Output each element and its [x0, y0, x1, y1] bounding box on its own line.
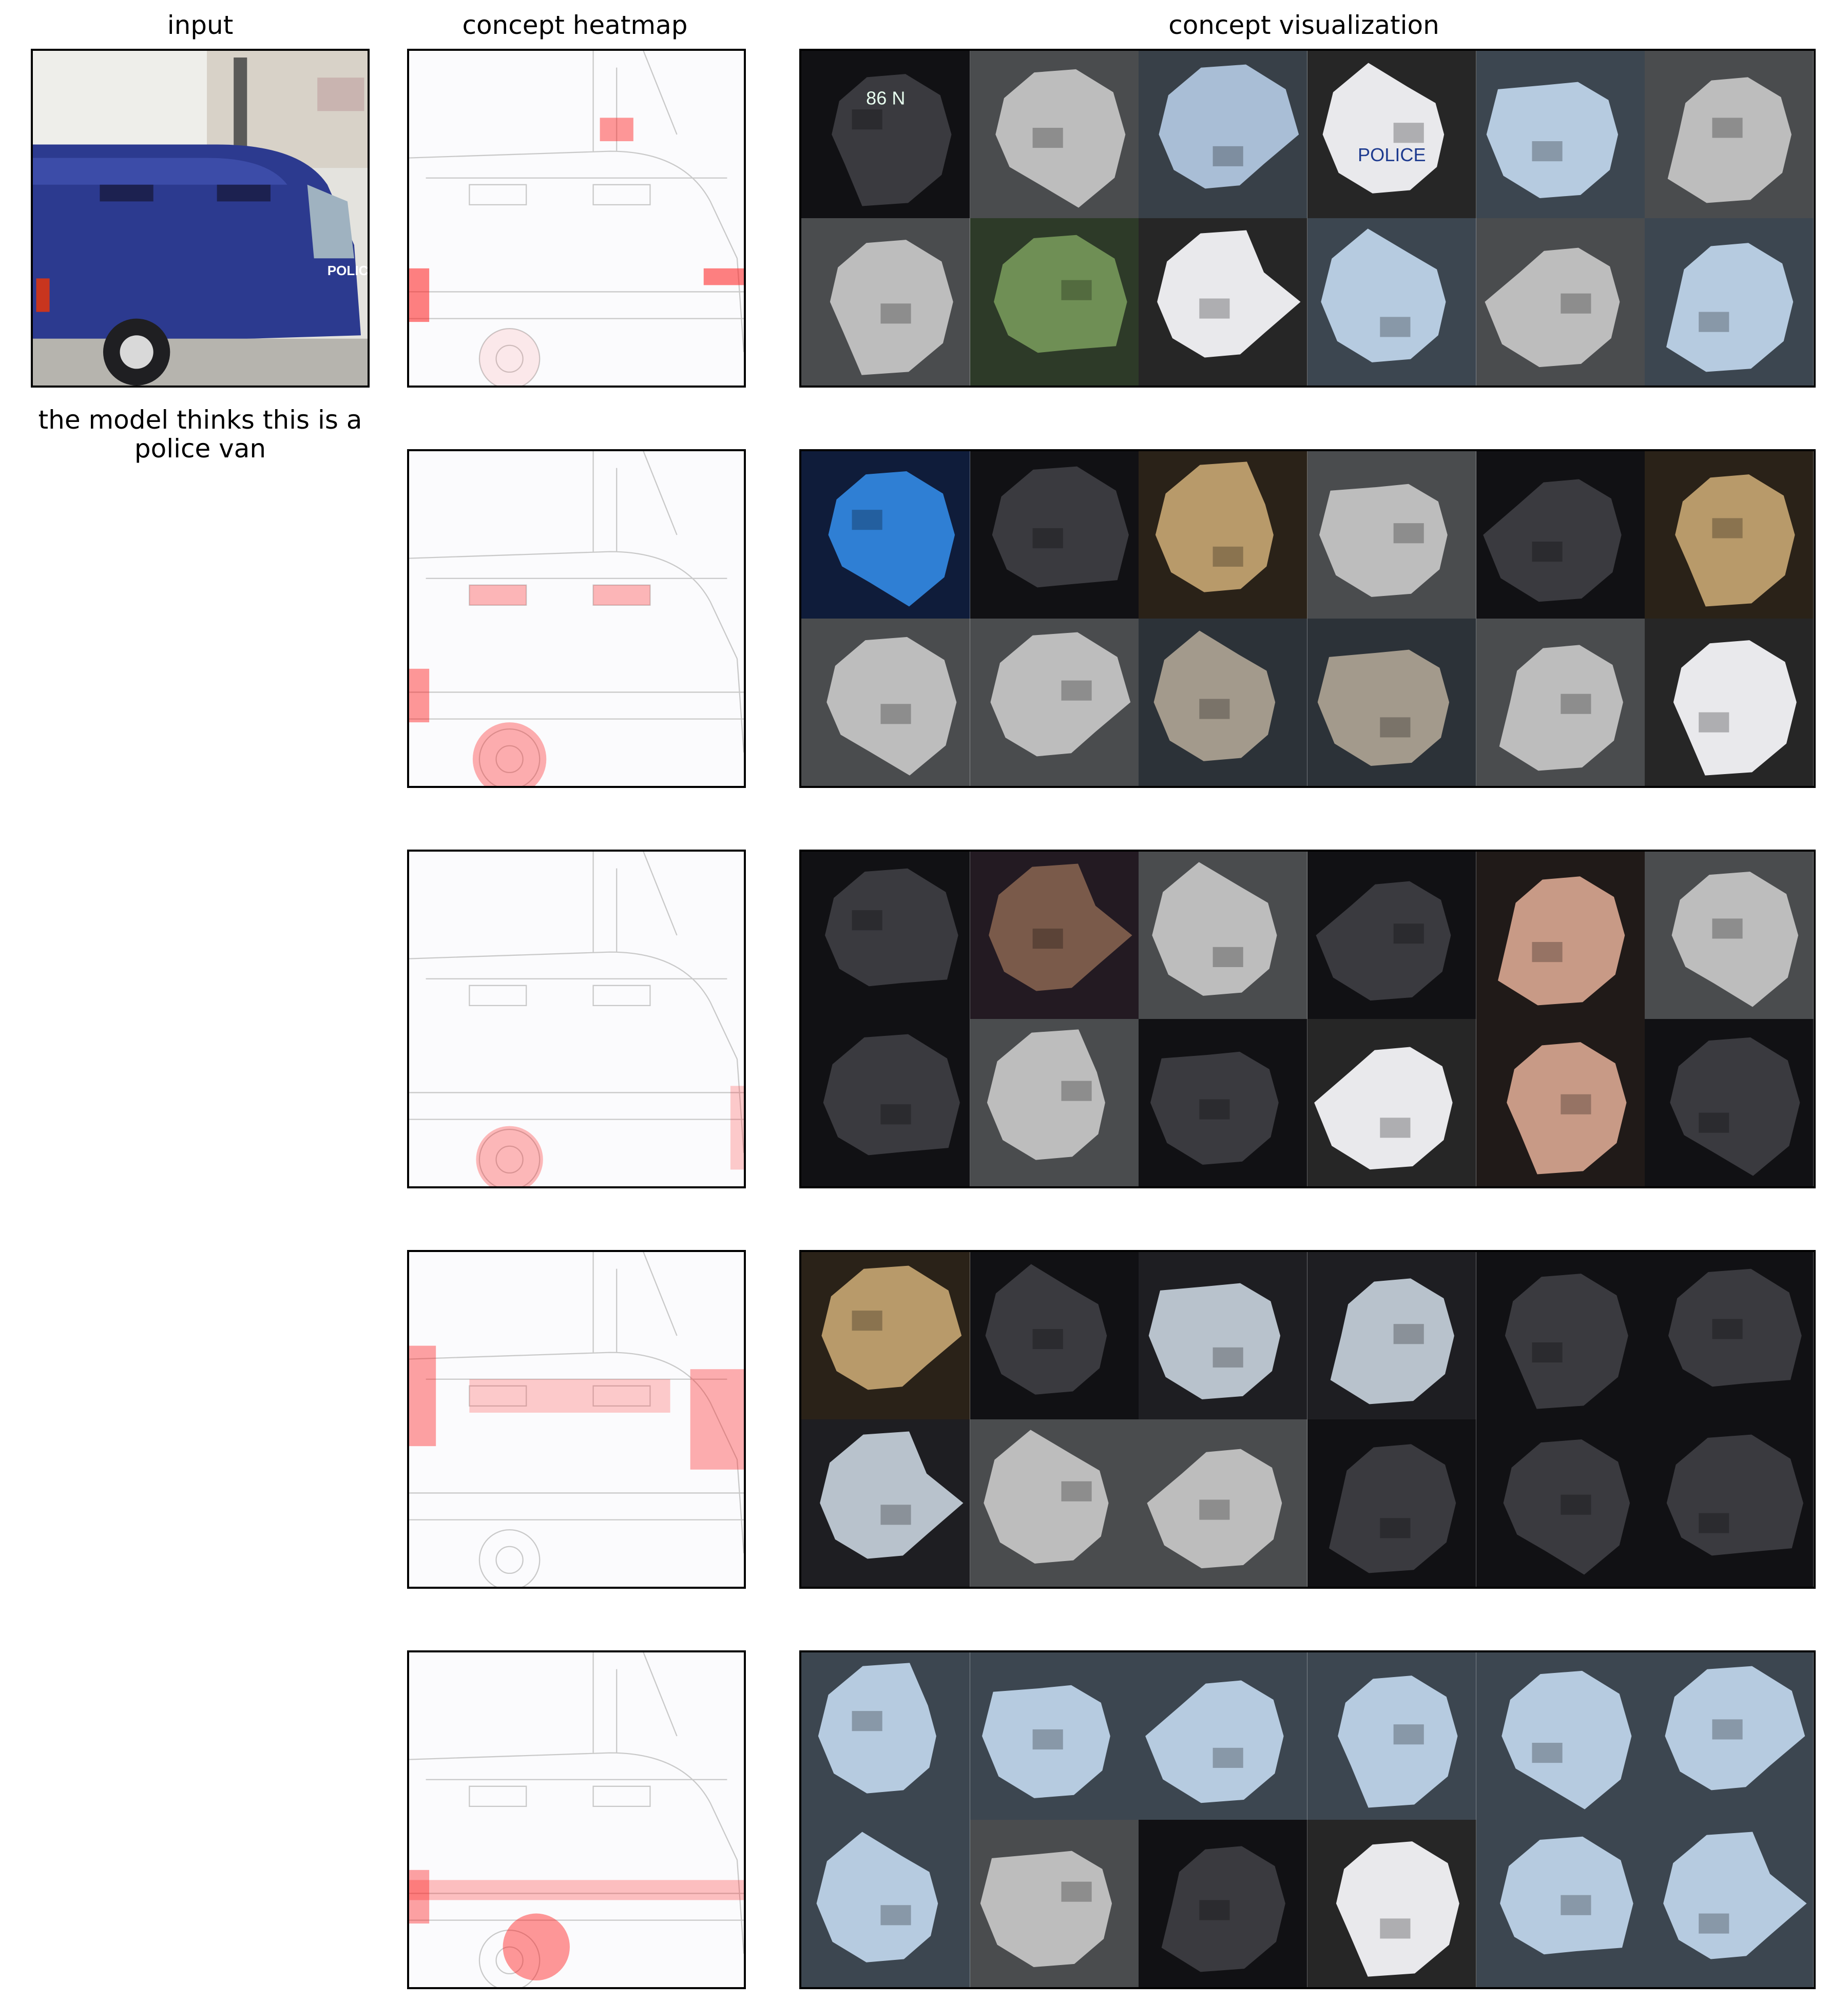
concept-tile-traffic-light-green: [801, 218, 970, 386]
concept-tile-coffee-maker: [801, 1419, 970, 1587]
concept-tile-camera: [1307, 1419, 1476, 1587]
concept-tile-lips-collar: [1476, 852, 1645, 1019]
concept-tile-stacked-boxes: [1645, 451, 1814, 619]
concept-tile-metal-hinge: [1139, 1252, 1307, 1419]
concept-tile-keyboard-keys: [801, 1252, 970, 1419]
concept-tile-white-van: [1645, 619, 1814, 786]
concept-visualization-5: [799, 1650, 1816, 1989]
concept-tile-tie: [1307, 852, 1476, 1019]
heatmap-header: concept heatmap: [462, 10, 688, 40]
concept-heatmap-5: [407, 1650, 746, 1989]
van-text: POLIC: [328, 263, 368, 278]
concept-tile-payphone: [1139, 1419, 1307, 1587]
concept-tile-camera: [970, 1419, 1139, 1587]
concept-tile-train-wires: [1476, 1820, 1645, 1987]
heatmap-image-2: [409, 451, 744, 786]
concept-tile-train-pantograph: [801, 1652, 970, 1820]
concept-tile-metal-post: [1645, 1419, 1814, 1587]
concept-tile-dark-device: [1476, 1252, 1645, 1419]
concept-tile-bow-tie: [970, 852, 1139, 1019]
concept-tile-metal-hinge: [1307, 1252, 1476, 1419]
concept-heatmap-2: [407, 449, 746, 788]
concept-tile-train-wires: [1645, 1652, 1814, 1820]
heatmap-image-3: [409, 852, 744, 1186]
heatmap-image-1: [409, 51, 744, 386]
concept-tile-ruler: [801, 619, 970, 786]
concept-visualization-2: [799, 449, 1816, 788]
svg-text:86 N: 86 N: [866, 87, 905, 108]
heatmap-image-5: [409, 1652, 744, 1987]
concept-visualization-1: 86 N POLICE: [799, 49, 1816, 388]
concept-tile-joystick: [1645, 51, 1814, 218]
concept-tile-ship-mast: [1139, 1820, 1307, 1987]
concept-tile-tie: [801, 852, 970, 1019]
concept-tile-tie: [1139, 852, 1307, 1019]
concept-tile-collar: [1476, 1019, 1645, 1186]
concept-tile-traffic-light-green: [1476, 51, 1645, 218]
concept-tile-car-front: [1476, 619, 1645, 786]
visualization-header: concept visualization: [1168, 10, 1439, 40]
concept-tile-bow-tie: [970, 1019, 1139, 1186]
concept-tile-blinds: [1307, 451, 1476, 619]
concept-tile-flutes: [1139, 451, 1307, 619]
concept-tile-bow-tie-mustache: [1307, 1019, 1476, 1186]
concept-tile-beaver-water: [1139, 619, 1307, 786]
concept-tile-red-stripes: [970, 451, 1139, 619]
input-header: input: [167, 10, 234, 40]
concept-tile-keyboard-keys: [1645, 1252, 1814, 1419]
concept-tile-cassettes: [1476, 451, 1645, 619]
input-image: POLIC: [31, 49, 370, 388]
concept-tile-duck: [1307, 619, 1476, 786]
concept-heatmap-1: [407, 49, 746, 388]
concept-visualization-4: [799, 1250, 1816, 1589]
concept-tile-blue-stripes: [801, 451, 970, 619]
concept-tile-keyboard-keys: [970, 1252, 1139, 1419]
concept-tile-vehicle-lights: [970, 51, 1139, 218]
concept-tile-traffic-light-red: [1645, 218, 1814, 386]
concept-tile-ship-rigging: [1307, 1652, 1476, 1820]
concept-tile-traffic-light-red: [1139, 51, 1307, 218]
concept-tile-red-train: [1476, 1652, 1645, 1820]
concept-tile-ship-mast: [1139, 1652, 1307, 1820]
heatmap-image-4: [409, 1252, 744, 1587]
concept-heatmap-4: [407, 1250, 746, 1589]
concept-tile-bow-tie: [1139, 1019, 1307, 1186]
svg-text:POLICE: POLICE: [1358, 144, 1426, 165]
concept-tile-road-trees: [970, 218, 1139, 386]
concept-tile-bow-tie: [1645, 852, 1814, 1019]
concept-tile-ship-mast: [1307, 1820, 1476, 1987]
concept-visualization-3: [799, 850, 1816, 1188]
concept-tile-bird-wings: [970, 619, 1139, 786]
concept-tile-power-lines: [970, 1652, 1139, 1820]
concept-tile-ship-rigging: [801, 1820, 970, 1987]
police-van-image: POLIC: [33, 51, 368, 386]
concept-tile-street-sign: 86 N: [801, 51, 970, 218]
concept-tile-bow-tie: [801, 1019, 970, 1186]
concept-tile-traffic-light-red: [1307, 218, 1476, 386]
prediction-caption: the model thinks this is a police van: [38, 405, 362, 464]
concept-tile-joystick-lever: [1476, 218, 1645, 386]
concept-tile-power-pole: [1645, 1820, 1814, 1987]
concept-tile-aircraft-hangar: [970, 1820, 1139, 1987]
concept-heatmap-3: [407, 850, 746, 1188]
concept-tile-ambulance-car: [1139, 218, 1307, 386]
concept-tile-keyboard-keys: [1476, 1419, 1645, 1587]
concept-tile-police-car: POLICE: [1307, 51, 1476, 218]
concept-tile-collar: [1645, 1019, 1814, 1186]
